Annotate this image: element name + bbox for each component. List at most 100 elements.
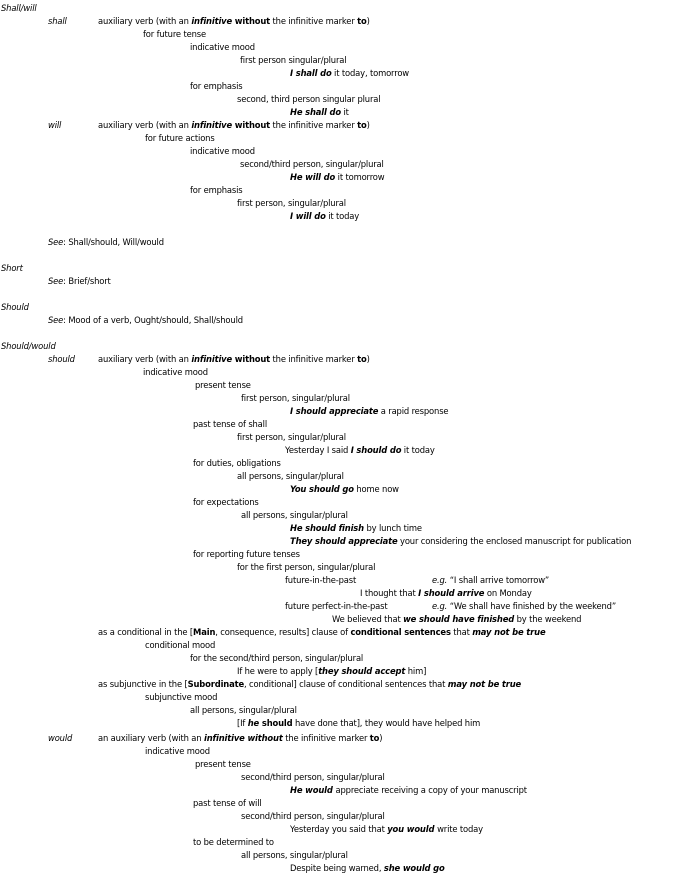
text-run: ) <box>379 733 383 743</box>
text-run: “We shall have finished by the weekend” <box>447 601 617 611</box>
person-line: second/third person, singular/plural <box>241 811 385 822</box>
text-run: it today <box>325 211 360 221</box>
text-run: for future tense <box>143 29 206 39</box>
text-run: I should <box>418 588 458 598</box>
see-also-line: See: Mood of a verb, Ought/should, Shall… <box>48 315 243 326</box>
text-run: , conditional] clause of conditional sen… <box>244 679 448 689</box>
usage-line: for future actions <box>145 133 215 144</box>
text-run: appreciate receiving a copy of your manu… <box>335 785 528 795</box>
example-line: Yesterday I said I should do it today <box>285 445 435 456</box>
text-run: go <box>433 863 445 873</box>
text-run: for expectations <box>193 497 259 507</box>
text-run: do <box>320 68 332 78</box>
text-run: finish <box>338 523 365 533</box>
text-run: indicative mood <box>190 42 255 52</box>
mood-line: indicative mood <box>145 746 210 757</box>
text-run: without <box>232 16 271 26</box>
text-run: your considering the enclosed manuscript… <box>397 536 632 546</box>
text-run: I shall <box>290 68 321 78</box>
text-run: it today <box>401 445 435 455</box>
text-run: the infinitive marker <box>270 354 358 364</box>
definition-line: auxiliary verb (with an infinitive witho… <box>98 16 370 27</box>
text-run: on Monday <box>484 588 532 598</box>
text-run: present tense <box>195 380 251 390</box>
text-run: they should <box>318 666 375 676</box>
text-run: the infinitive marker <box>282 733 370 743</box>
example-line: [If he should have done that], they woul… <box>237 718 480 729</box>
text-run: : Brief/short <box>63 276 111 286</box>
text-run: to <box>369 733 380 743</box>
text-run: past tense of shall <box>193 419 268 429</box>
headword: Shall/will <box>1 3 37 14</box>
subentry-word: should <box>48 354 75 365</box>
text-run: We believed that <box>332 614 404 624</box>
text-run: for emphasis <box>190 185 243 195</box>
person-line: all persons, singular/plural <box>241 510 348 521</box>
usage-line: for emphasis <box>190 81 243 92</box>
example-line: They should appreciate your considering … <box>290 536 631 547</box>
text-run: ) <box>366 354 370 364</box>
text-run: future perfect-in-the-past <box>285 601 388 611</box>
text-run: have finished <box>452 614 515 624</box>
text-run: infinitive <box>203 733 245 743</box>
note-line: e.g. “I shall arrive tomorrow” <box>432 575 549 586</box>
text-run: infinitive <box>191 120 233 130</box>
text-run: go <box>342 484 354 494</box>
text-run: He would <box>290 785 336 795</box>
text-run: future-in-the-past <box>285 575 357 585</box>
text-run: Yesterday I said <box>285 445 351 455</box>
headword: Should <box>1 302 29 313</box>
text-run: present tense <box>195 759 251 769</box>
person-line: first person singular/plural <box>240 55 347 66</box>
text-run: all persons, singular/plural <box>190 705 297 715</box>
person-line: second/third person, singular/plural <box>240 159 384 170</box>
person-line: second/third person, singular/plural <box>241 772 385 783</box>
tense-line: future-in-the-past <box>285 575 356 586</box>
text-run: first person, singular/plural <box>237 198 346 208</box>
text-run: the infinitive marker <box>270 16 358 26</box>
text-run: conditional mood <box>145 640 216 650</box>
text-run: second, third person singular plural <box>237 94 381 104</box>
definition-line: an auxiliary verb (with an infinitive wi… <box>98 733 383 744</box>
text-run: second/third person, singular/plural <box>241 811 385 821</box>
text-run: first person, singular/plural <box>237 432 346 442</box>
text-run: They should <box>290 536 349 546</box>
usage-line: to be determined to <box>193 837 274 848</box>
text-run: you would <box>387 824 438 834</box>
text-run: that <box>450 627 473 637</box>
mood-line: indicative mood <box>190 146 255 157</box>
text-run: I should <box>350 445 390 455</box>
text-run: Despite being warned, <box>290 863 384 873</box>
person-line: all persons, singular/plural <box>241 850 348 861</box>
person-line: first person, singular/plural <box>241 393 350 404</box>
example-line: He should finish by lunch time <box>290 523 422 534</box>
see-also-line: See: Shall/should, Will/would <box>48 237 164 248</box>
text-run: to be determined to <box>193 837 274 847</box>
text-run: [If <box>237 718 248 728</box>
text-run: Shall/will <box>1 3 37 13</box>
person-line: all persons, singular/plural <box>190 705 297 716</box>
example-line: I will do it today <box>290 211 359 222</box>
text-run: by the weekend <box>514 614 582 624</box>
text-run: may not be true <box>447 679 522 689</box>
text-run: it today, tomorrow <box>331 68 409 78</box>
text-run: home now <box>353 484 399 494</box>
subentry-word: will <box>48 120 61 131</box>
text-run: as subjunctive in the [ <box>98 679 188 689</box>
usage-line: as a conditional in the [Main, consequen… <box>98 627 546 638</box>
usage-line: for future tense <box>143 29 206 40</box>
example-line: We believed that we should have finished… <box>332 614 581 625</box>
example-line: I should appreciate a rapid response <box>290 406 449 417</box>
mood-line: indicative mood <box>143 367 208 378</box>
headword: Should/would <box>1 341 56 352</box>
tense-line: past tense of shall <box>193 419 267 430</box>
text-run: indicative mood <box>143 367 208 377</box>
text-run: I will <box>290 211 315 221</box>
text-run: auxiliary verb (with an <box>98 354 192 364</box>
text-run: : Mood of a verb, Ought/should, Shall/sh… <box>63 315 243 325</box>
text-run: past tense of will <box>193 798 262 808</box>
text-run: he <box>247 718 260 728</box>
text-run: it tomorrow <box>335 172 385 182</box>
text-run: a rapid response <box>378 406 449 416</box>
